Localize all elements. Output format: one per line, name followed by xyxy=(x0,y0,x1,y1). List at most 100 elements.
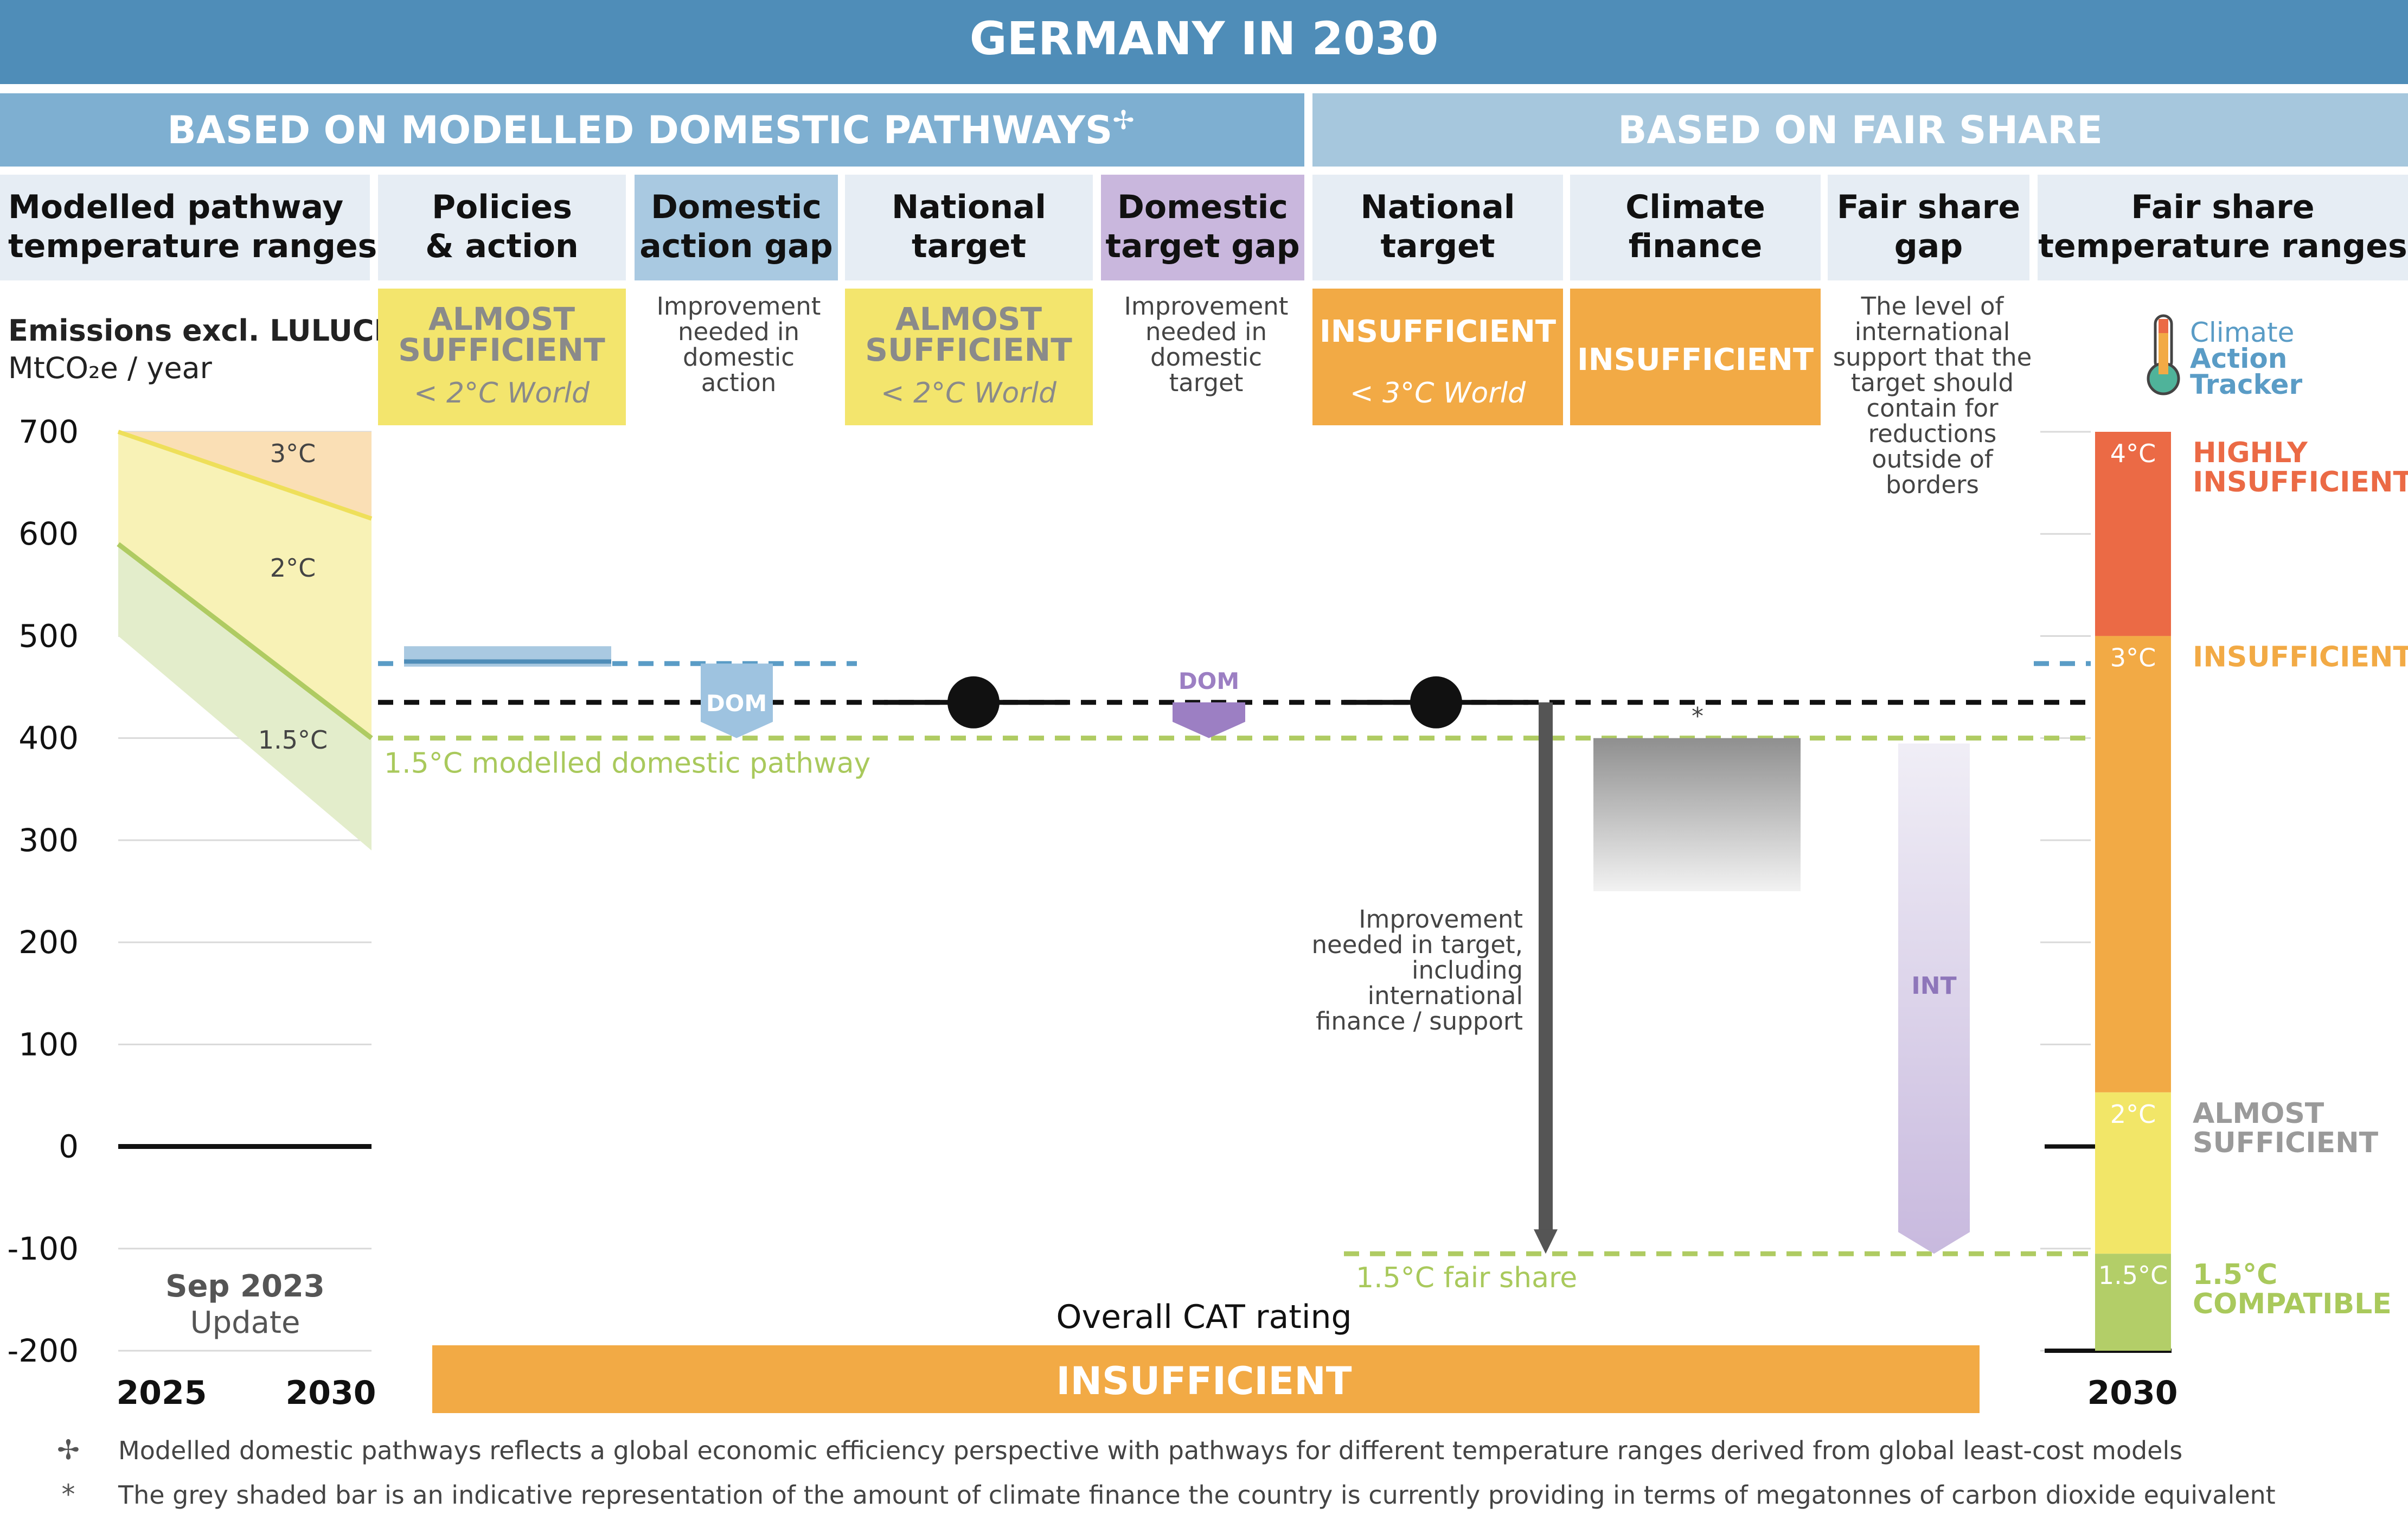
y-tick-label: -200 xyxy=(7,1332,79,1369)
col-head-modelled_pathway-line1: temperature ranges xyxy=(8,227,377,265)
note-fair_share_gap-line4: contain for xyxy=(1866,394,1999,423)
line-3c xyxy=(117,430,373,521)
section-modelled-bar xyxy=(0,93,1304,167)
pathway-15-label: 1.5°C modelled domestic pathway xyxy=(384,748,870,780)
y-tick-label: 400 xyxy=(18,720,79,757)
overall-rating-bar xyxy=(432,1345,1980,1413)
fs-band-0 xyxy=(2095,432,2171,636)
policies-rating-box xyxy=(378,289,626,425)
cat-logo: Climate Action Tracker xyxy=(2147,314,2302,400)
fs-band-label-0: 4°C xyxy=(2110,439,2156,468)
col-head-policies-line0: Policies xyxy=(432,188,572,226)
y-tick-label: -100 xyxy=(7,1230,79,1267)
label-2c: 2°C xyxy=(270,553,316,583)
finance-rating-line1: INSUFFICIENT xyxy=(1577,342,1814,378)
footnote-mark-1: * xyxy=(62,1479,75,1510)
fs-band-label-1: 3°C xyxy=(2110,643,2156,672)
policies-rating-line2: SUFFICIENT xyxy=(398,331,605,368)
y-axis-title: Emissions excl. LULUCF xyxy=(8,314,394,348)
note-improvement_target-line2: including xyxy=(1412,956,1523,985)
col-head-fs_national_target-line1: target xyxy=(1380,227,1495,265)
y-tick-label: 500 xyxy=(18,617,79,654)
col-head-dom_action_gap-line1: action gap xyxy=(639,227,833,265)
policies-rating-line1: ALMOST xyxy=(428,301,575,337)
finance-rating-box xyxy=(1570,289,1821,425)
note-dom_target_gap-line0: Improvement xyxy=(1124,292,1289,321)
note-dom_action_gap-line1: needed in xyxy=(678,317,799,346)
note-fair_share_gap-line0: The level of xyxy=(1861,292,2004,321)
col-head-fs_temp_ranges-line1: temperature ranges xyxy=(2038,227,2407,265)
dom-action-arrow xyxy=(701,663,773,738)
line-2c xyxy=(117,542,373,740)
col-head-policies-line1: & action xyxy=(425,227,578,265)
note-improvement_target-line3: international xyxy=(1368,981,1523,1010)
note-fair_share_gap-line7: borders xyxy=(1886,470,1979,499)
x-tick-2025: 2025 xyxy=(117,1374,207,1412)
col-head-national_target-line0: National xyxy=(892,188,1046,226)
fair-share-15-label: 1.5°C fair share xyxy=(1356,1262,1577,1294)
col-head-box-climate_finance xyxy=(1570,175,1821,280)
x-tick-2030: 2030 xyxy=(286,1374,376,1412)
fs-target-rating-line1: INSUFFICIENT xyxy=(1320,314,1556,349)
col-head-box-fair_share_gap xyxy=(1828,175,2029,280)
col-head-box-fs_national_target xyxy=(1312,175,1563,280)
x-tick-2030-fairshare: 2030 xyxy=(2087,1374,2178,1412)
y-tick-label: 100 xyxy=(18,1026,79,1063)
note-fair_share_gap-line6: outside of xyxy=(1872,445,1994,474)
target-rating-sub: < 2°C World xyxy=(881,377,1057,410)
fs-band-rating-2-0: ALMOST xyxy=(2193,1097,2324,1130)
target-dot xyxy=(947,676,1000,729)
note-fair_share_gap-line5: reductions xyxy=(1868,419,1997,448)
y-tick-label: 200 xyxy=(18,924,79,961)
fs-band-label-2: 2°C xyxy=(2110,1100,2156,1129)
area-2c-15c xyxy=(118,544,372,851)
policies-rating-sub: < 2°C World xyxy=(414,377,590,410)
col-head-box-dom_action_gap xyxy=(635,175,838,280)
y-axis-unit: MtCO₂e / year xyxy=(8,351,213,385)
note-dom_target_gap-line3: target xyxy=(1169,368,1244,397)
section-fairshare-title: BASED ON FAIR SHARE xyxy=(1618,108,2103,152)
int-arrow xyxy=(1898,743,1970,1254)
area-3c-2c xyxy=(118,432,372,738)
y-tick-label: 300 xyxy=(18,822,79,859)
label-15c: 1.5°C xyxy=(258,725,328,755)
fs-band-rating-2-1: SUFFICIENT xyxy=(2193,1127,2379,1159)
footnotes: ✢Modelled domestic pathways reflects a g… xyxy=(57,1434,2276,1510)
dom-target-label: DOM xyxy=(1179,668,1239,694)
target-rating-line1: ALMOST xyxy=(895,301,1042,337)
note-improvement_target-line0: Improvement xyxy=(1359,905,1523,934)
note-fair_share_gap-line1: international xyxy=(1855,317,2010,346)
y-tick-label: 700 xyxy=(18,413,79,450)
finance-asterisk: * xyxy=(1692,702,1703,730)
note-fair_share_gap-line2: support that the xyxy=(1833,343,2032,372)
int-label: INT xyxy=(1911,972,1956,1000)
dom-action-label: DOM xyxy=(706,690,767,717)
note-improvement_target-line1: needed in target, xyxy=(1312,930,1523,959)
note-fair_share_gap-line3: target should xyxy=(1851,368,2014,397)
col-head-fs_temp_ranges-line0: Fair share xyxy=(2131,188,2314,226)
col-head-box-policies xyxy=(378,175,626,280)
improvement-arrow-head xyxy=(1534,1229,1558,1254)
overall-rating-title: Overall CAT rating xyxy=(1056,1298,1352,1336)
fs-target-rating-box xyxy=(1312,289,1563,425)
section-modelled-title: BASED ON MODELLED DOMESTIC PATHWAYS✢ xyxy=(167,105,1134,152)
col-head-dom_action_gap-line0: Domestic xyxy=(651,188,822,226)
page-title: GERMANY IN 2030 xyxy=(970,12,1439,65)
fs-band-rating-3-1: COMPATIBLE xyxy=(2193,1288,2392,1320)
logo-word1: Climate xyxy=(2190,317,2294,348)
footnote-text-1: The grey shaded bar is an indicative rep… xyxy=(118,1480,2276,1510)
y-tick-label: 0 xyxy=(59,1128,79,1165)
col-head-box-fs_temp_ranges xyxy=(2038,175,2408,280)
note-dom_target_gap-line1: needed in xyxy=(1145,317,1267,346)
col-head-climate_finance-line0: Climate xyxy=(1625,188,1765,226)
note-improvement_target-line4: finance / support xyxy=(1316,1007,1523,1036)
fs-band-rating-0-0: HIGHLY xyxy=(2193,437,2308,469)
fs-target-rating-sub: < 3°C World xyxy=(1350,377,1526,410)
grid-lines xyxy=(118,431,2172,1353)
footnote-text-0: Modelled domestic pathways reflects a gl… xyxy=(118,1436,2182,1465)
target-rating-line2: SUFFICIENT xyxy=(865,331,1072,368)
